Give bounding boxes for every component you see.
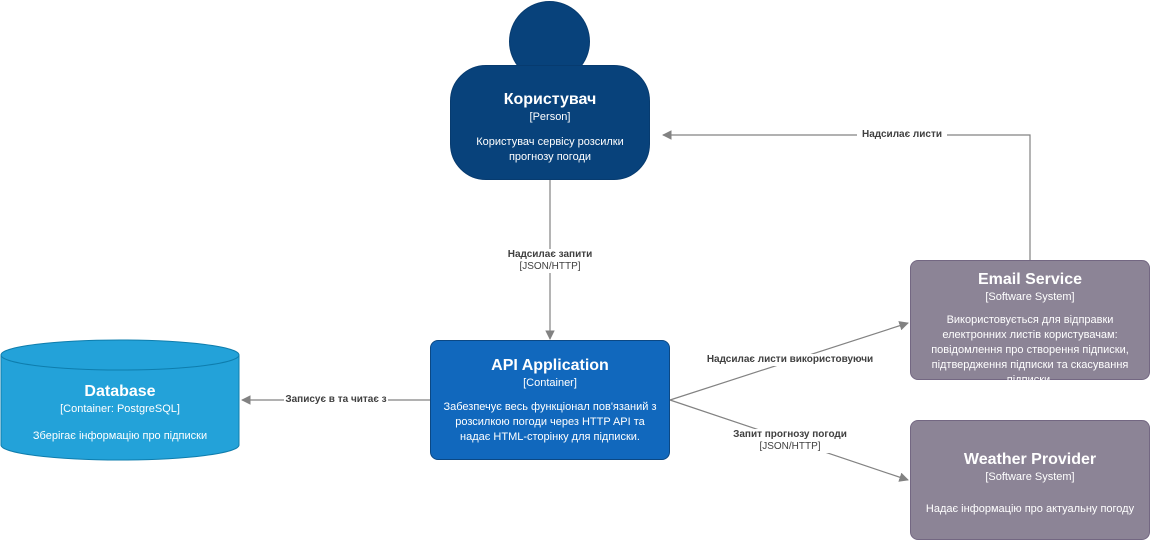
api-application-node[interactable]: API Application [Container] Забезпечує в… xyxy=(430,340,670,460)
edge-label-api-to-weather: Запит прогнозу погоди [JSON/HTTP] xyxy=(725,429,855,453)
person-type: [Person] xyxy=(529,111,571,123)
edge-label-tech: [JSON/HTTP] xyxy=(519,261,581,272)
database-title: Database xyxy=(84,383,156,400)
edge-label-text: Надсилає листи xyxy=(861,129,943,140)
weather-type: [Software System] xyxy=(985,471,1075,483)
weather-title: Weather Provider xyxy=(963,451,1097,468)
edge-label-text: Надсилає запити xyxy=(507,249,593,260)
edge-label-api-to-db: Записує в та читає з xyxy=(284,394,388,406)
edge-label-user-to-api: Надсилає запити [JSON/HTTP] xyxy=(500,249,600,273)
database-type: [Container: PostgreSQL] xyxy=(60,403,180,415)
api-description: Забезпечує весь функціонал пов'язаний з … xyxy=(443,401,657,443)
edge-label-email-to-user: Надсилає листи xyxy=(857,129,947,141)
weather-description: Надає інформацію про актуальну погоду xyxy=(925,503,1135,515)
database-cylinder[interactable] xyxy=(0,339,240,461)
weather-provider-node[interactable]: Weather Provider [Software System] Надає… xyxy=(910,420,1150,540)
edge-label-api-to-email: Надсилає листи використовуючи xyxy=(700,354,880,366)
edge-label-text: Записує в та читає з xyxy=(285,394,387,405)
email-type: [Software System] xyxy=(985,291,1075,303)
database-description: Зберігає інформацію про підписки xyxy=(32,430,208,442)
person-description: Користувач сервісу розсилки прогнозу пог… xyxy=(476,136,624,163)
person-node[interactable]: Користувач [Person] Користувач сервісу р… xyxy=(450,65,650,180)
email-description: Використовується для відправки електронн… xyxy=(931,314,1129,386)
edge-label-text: Надсилає листи використовуючи xyxy=(706,354,874,365)
edge-label-text: Запит прогнозу погоди xyxy=(733,429,847,440)
api-type: [Container] xyxy=(523,377,577,389)
edge-label-tech: [JSON/HTTP] xyxy=(759,441,821,452)
email-service-node[interactable]: Email Service [Software System] Використ… xyxy=(910,260,1150,386)
email-title: Email Service xyxy=(977,271,1083,288)
database-node[interactable]: Database [Container: PostgreSQL] Зберіга… xyxy=(0,360,240,460)
api-title: API Application xyxy=(491,357,609,374)
person-title: Користувач xyxy=(503,91,597,108)
edge-email-to-user xyxy=(662,130,1031,260)
